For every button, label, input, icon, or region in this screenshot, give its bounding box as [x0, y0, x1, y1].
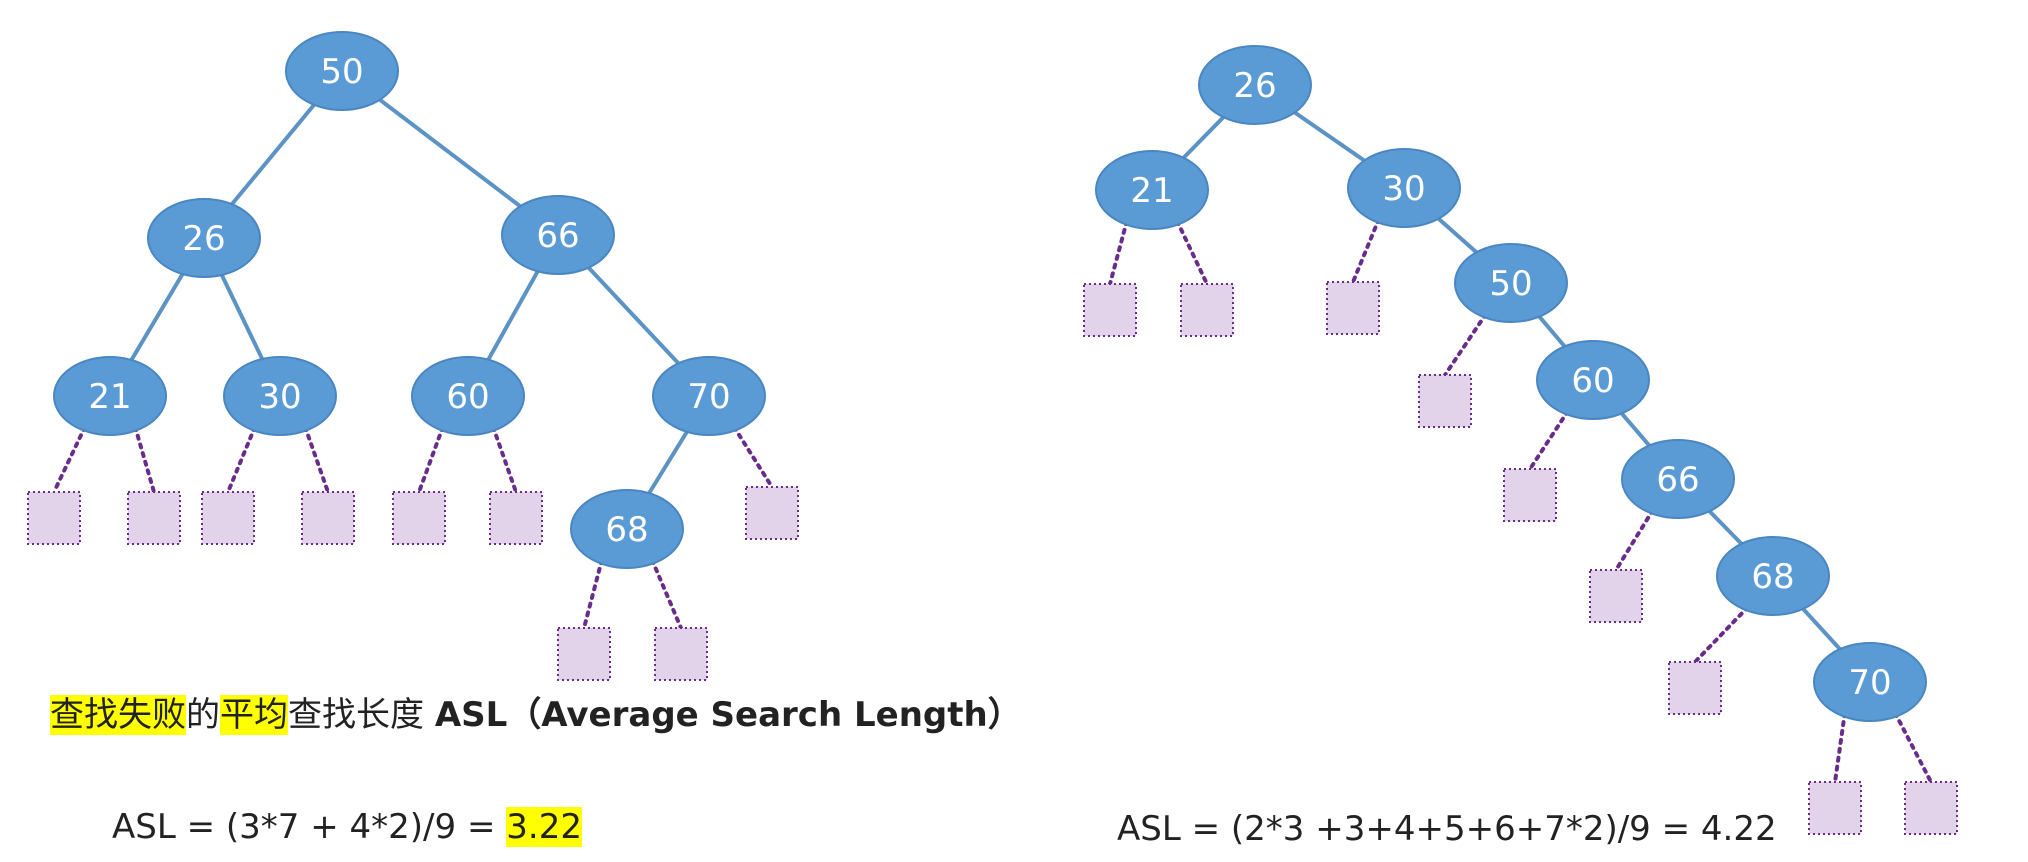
formula-left-expr: ASL = (3*7 + 4*2)/9 = — [112, 807, 507, 847]
node-ellipse — [53, 356, 167, 436]
node-ellipse — [1095, 150, 1209, 230]
node-label: 50 — [320, 52, 363, 92]
failure-edge-60 — [491, 425, 518, 494]
failure-node — [1083, 283, 1137, 337]
failure-edge-68 — [582, 558, 604, 630]
node-label: 66 — [536, 216, 579, 256]
failure-node — [1503, 468, 1557, 522]
failure-node — [1668, 661, 1722, 715]
node-label: 60 — [446, 377, 489, 417]
nodes-layer: 50 26 66 21 30 60 70 68 26 21 30 50 60 66 68 70 — [27, 31, 1958, 835]
failure-node — [1589, 569, 1643, 623]
node-label: 30 — [258, 377, 301, 417]
failure-edge-68 — [650, 558, 683, 630]
node-ellipse — [1347, 148, 1461, 228]
failure-edge-30 — [303, 425, 330, 494]
failure-edge-21 — [52, 425, 87, 494]
node-label: 66 — [1656, 460, 1699, 500]
failure-node — [1180, 283, 1234, 337]
node-ellipse — [223, 356, 337, 436]
failure-edge-21 — [1175, 219, 1209, 286]
node-ellipse — [1454, 243, 1568, 323]
tree-node-66: 66 — [501, 195, 615, 275]
tree-node-70: 70 — [1813, 642, 1927, 722]
failure-node — [201, 491, 255, 545]
node-label: 21 — [1130, 171, 1173, 211]
node-label: 68 — [605, 510, 648, 550]
tree-node-60: 60 — [1536, 340, 1650, 420]
node-label: 30 — [1382, 169, 1425, 209]
failure-edge-68 — [1693, 605, 1750, 664]
failure-edge-60 — [1528, 409, 1570, 471]
caption-unsuccessful-asl: 查找失败的平均查找长度 ASL（Average Search Length） — [50, 694, 1022, 737]
node-ellipse — [1536, 340, 1650, 420]
tree-node-60: 60 — [411, 356, 525, 436]
failure-edge-21 — [133, 425, 156, 494]
node-label: 21 — [88, 377, 131, 417]
failure-edge-70 — [1893, 711, 1933, 784]
node-ellipse — [501, 195, 615, 275]
node-ellipse — [1813, 642, 1927, 722]
node-label: 68 — [1751, 557, 1794, 597]
failure-edge-30 — [1351, 217, 1381, 284]
tree-node-26: 26 — [1198, 45, 1312, 125]
failure-node — [654, 627, 708, 681]
failure-node — [1808, 781, 1862, 835]
failure-edge-21 — [1108, 219, 1129, 286]
edges-layer — [52, 69, 1933, 784]
tree-node-70: 70 — [652, 356, 766, 436]
node-ellipse — [1198, 45, 1312, 125]
tree-node-21: 21 — [53, 356, 167, 436]
node-ellipse — [411, 356, 525, 436]
tree-node-68: 68 — [570, 489, 684, 569]
node-ellipse — [285, 31, 399, 111]
failure-node — [1326, 281, 1380, 335]
failure-edge-70 — [1833, 711, 1847, 784]
failure-edge-60 — [417, 425, 445, 494]
node-ellipse — [1716, 536, 1830, 616]
tree-node-68: 68 — [1716, 536, 1830, 616]
failure-node — [301, 491, 355, 545]
failure-node — [745, 486, 799, 540]
failure-node — [1904, 781, 1958, 835]
tree-node-50: 50 — [285, 31, 399, 111]
caption-de: 的 — [186, 695, 220, 735]
failure-node — [27, 491, 81, 545]
failure-node — [392, 491, 446, 545]
failure-node — [557, 627, 611, 681]
caption-search-length: 查找长度 — [288, 695, 435, 735]
formula-right-expr: ASL = (2*3 +3+4+5+6+7*2)/9 = 4.22 — [1117, 809, 1777, 849]
failure-node — [1418, 374, 1472, 428]
failure-edge-66 — [1614, 508, 1655, 572]
formula-left-result: 3.22 — [506, 807, 582, 847]
node-label: 70 — [687, 377, 730, 417]
node-ellipse — [147, 198, 261, 278]
failure-edge-30 — [226, 425, 257, 494]
tree-node-66: 66 — [1621, 439, 1735, 519]
failure-edge-50 — [1443, 312, 1488, 377]
formula-right: ASL = (2*3 +3+4+5+6+7*2)/9 = 4.22 — [1117, 808, 1777, 851]
tree-node-21: 21 — [1095, 150, 1209, 230]
tree-node-30: 30 — [1347, 148, 1461, 228]
tree-node-26: 26 — [147, 198, 261, 278]
caption-highlight-failure: 查找失败 — [50, 695, 186, 735]
failure-node — [489, 491, 543, 545]
node-label: 70 — [1848, 663, 1891, 703]
node-ellipse — [570, 489, 684, 569]
node-label: 50 — [1489, 264, 1532, 304]
tree-node-50: 50 — [1454, 243, 1568, 323]
node-label: 26 — [182, 219, 225, 259]
node-label: 60 — [1571, 361, 1614, 401]
tree-node-30: 30 — [223, 356, 337, 436]
node-label: 26 — [1233, 66, 1276, 106]
node-ellipse — [1621, 439, 1735, 519]
caption-highlight-average: 平均 — [220, 695, 288, 735]
failure-node — [127, 491, 181, 545]
node-ellipse — [652, 356, 766, 436]
failure-edge-70 — [732, 425, 774, 489]
caption-asl-term: ASL（Average Search Length） — [434, 695, 1022, 735]
formula-left: ASL = (3*7 + 4*2)/9 = 3.22 — [112, 806, 582, 849]
